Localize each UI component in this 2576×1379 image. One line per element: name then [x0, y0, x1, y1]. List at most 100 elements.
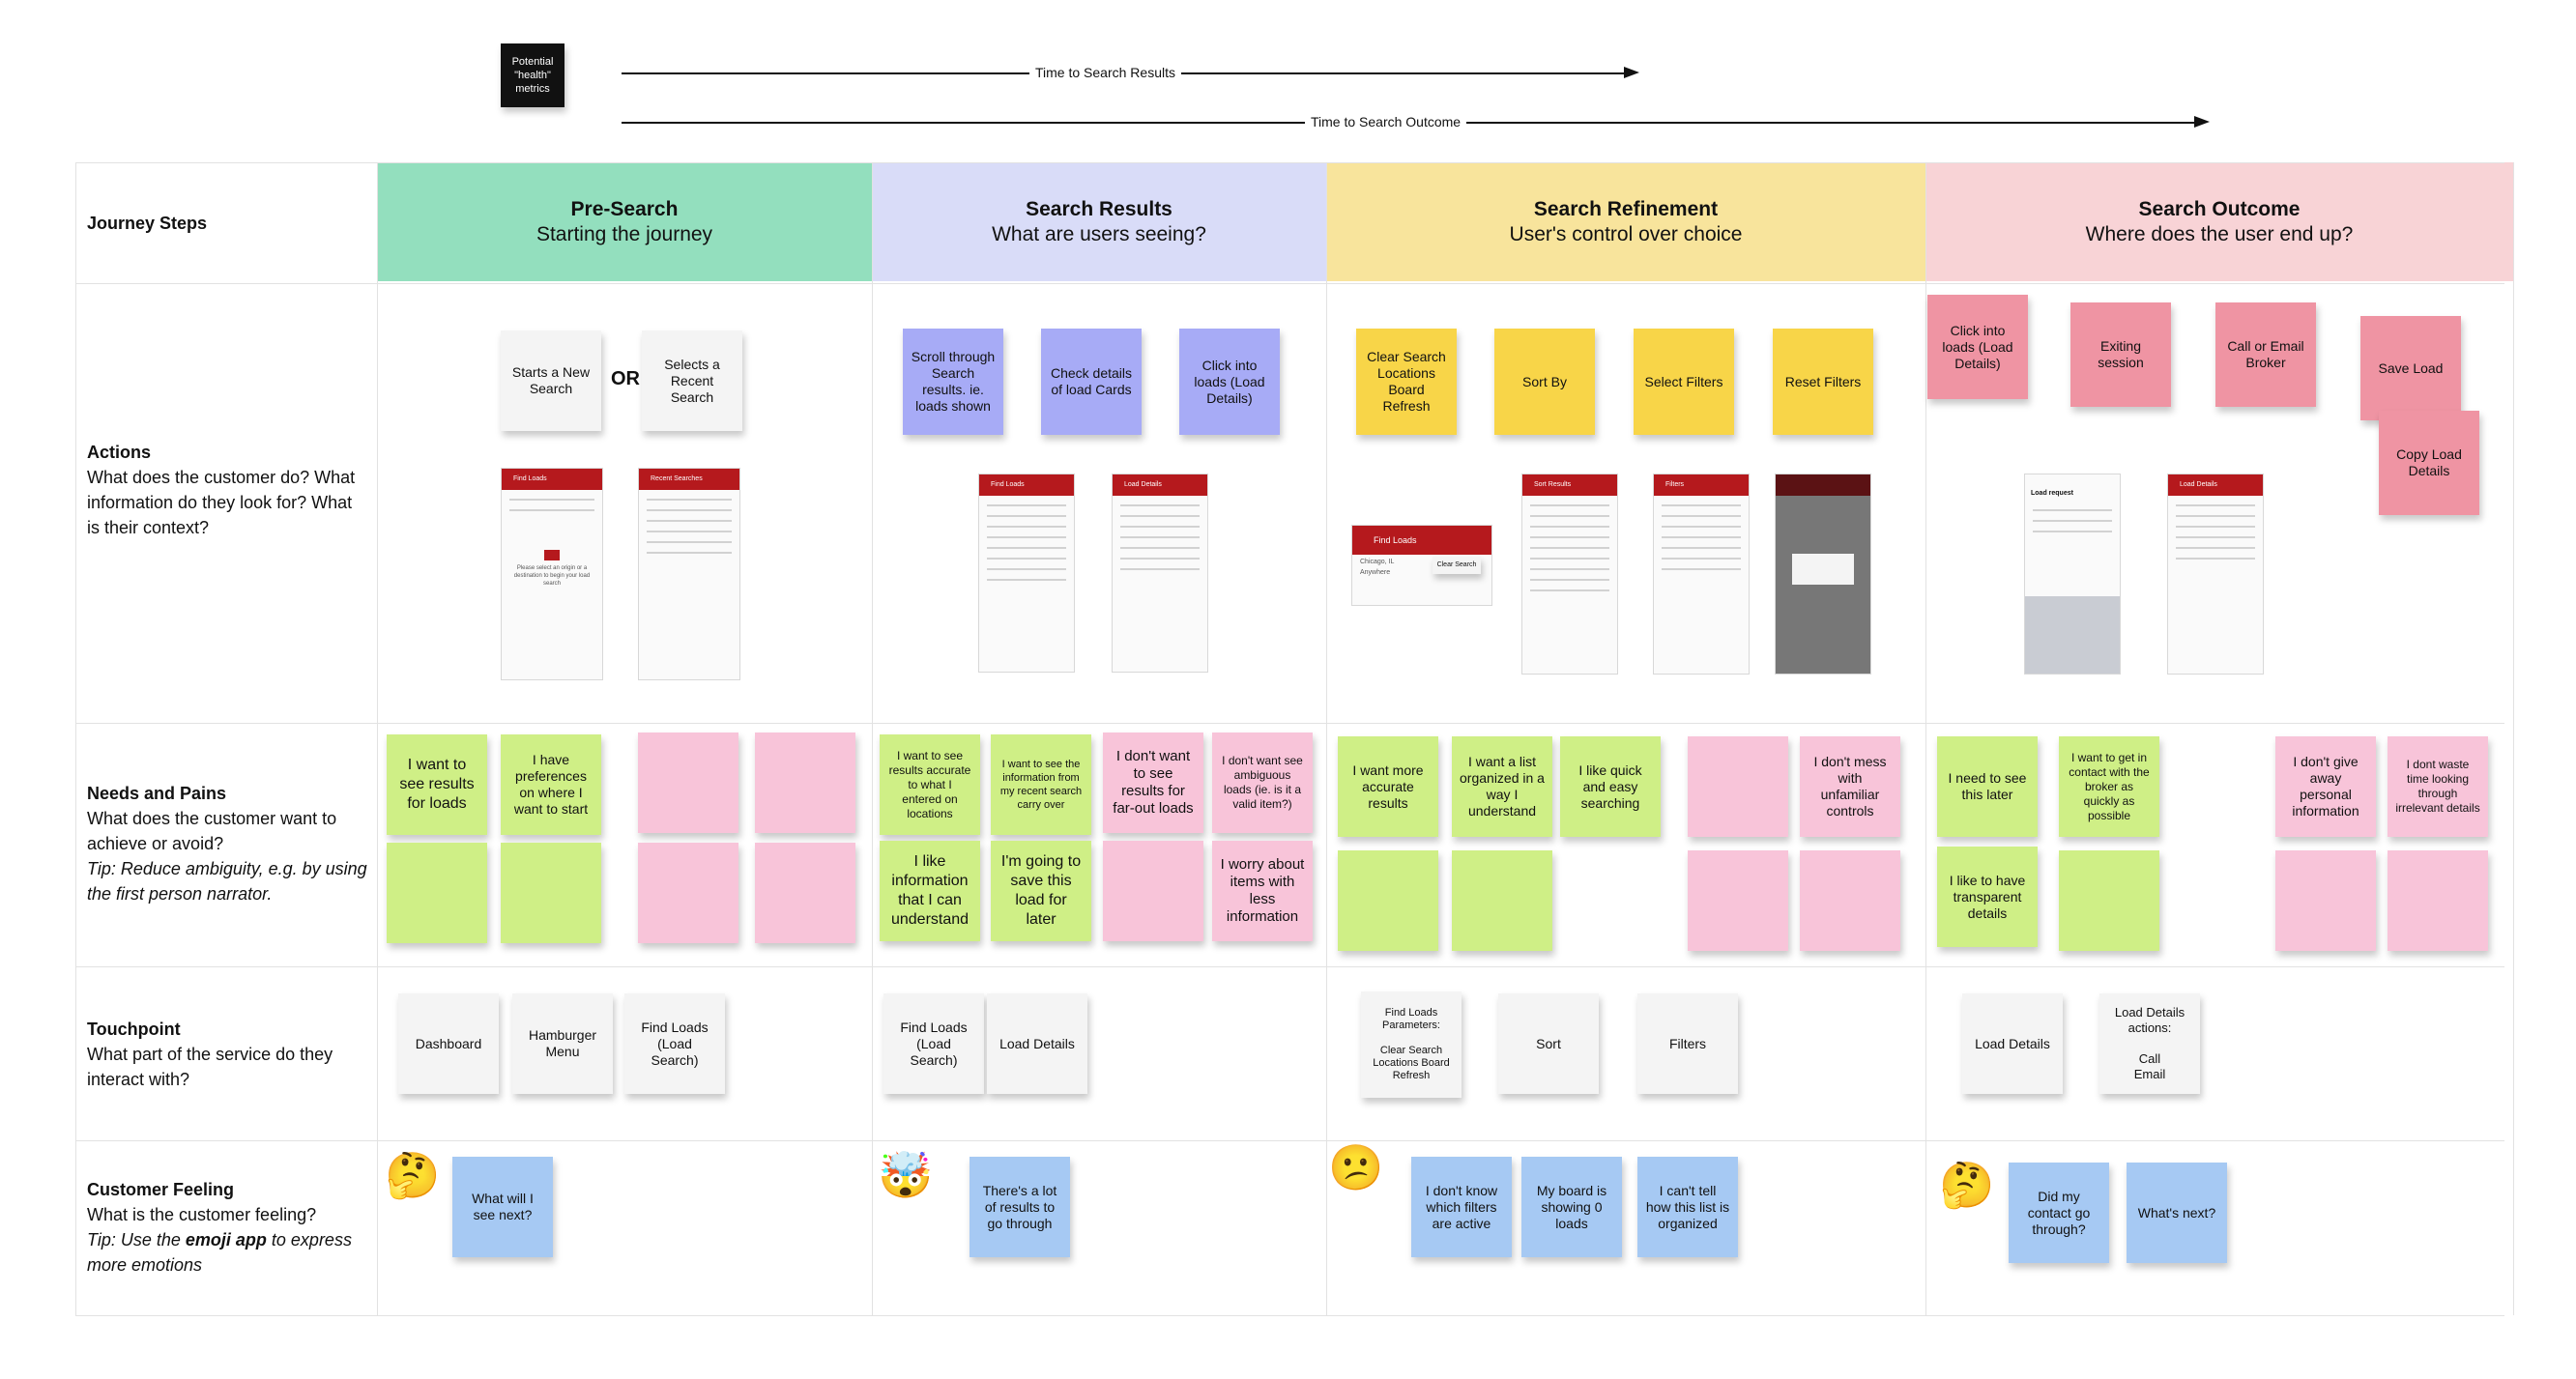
need-note: I don't want to see results for far-out … — [1103, 733, 1203, 833]
row-divider — [75, 162, 2504, 163]
need-note: I like to have transparent details — [1937, 847, 2038, 947]
need-note: I want to see results for loads — [387, 734, 487, 835]
action-note: Starts a New Search — [501, 330, 601, 431]
need-note — [2388, 850, 2488, 951]
touchpoint-note: Hamburger Menu — [512, 993, 613, 1094]
need-note — [755, 733, 855, 833]
thinking-face-icon: 🤔 — [1939, 1160, 1995, 1210]
screenshot-load-request: Load request — [2024, 474, 2121, 675]
row-description: What is the customer feeling? — [87, 1205, 317, 1224]
stage-title: Search Results — [1026, 197, 1172, 220]
row-label-actions: Actions What does the customer do? What … — [87, 440, 367, 540]
confused-face-icon: 😕 — [1328, 1142, 1384, 1192]
row-title: Touchpoint — [87, 1020, 181, 1039]
row-title: Needs and Pains — [87, 784, 227, 803]
stage-header-pre-search: Pre-Search Starting the journey — [377, 162, 872, 281]
arrow-head-search-results — [1624, 67, 1639, 78]
need-note — [1338, 850, 1438, 951]
touchpoint-note: Load Details — [987, 993, 1087, 1094]
need-note — [638, 843, 738, 943]
feeling-note: What's next? — [2127, 1163, 2227, 1263]
need-note: I dont waste time looking through irrele… — [2388, 736, 2488, 837]
action-note: Exiting session — [2070, 302, 2171, 407]
need-note — [1103, 841, 1203, 941]
screenshot-filters: Filters — [1653, 474, 1750, 675]
clear-search-popup: Clear Search — [1433, 557, 1481, 574]
row-label-journey-steps: Journey Steps — [87, 211, 367, 236]
need-note: I want to get in contact with the broker… — [2059, 736, 2159, 837]
row-label-touchpoint: Touchpoint What part of the service do t… — [87, 1017, 367, 1092]
need-note: I want to see results accurate to what I… — [880, 734, 980, 835]
column-divider — [1326, 162, 1327, 1315]
action-note: Check details of load Cards — [1041, 329, 1142, 435]
row-title: Actions — [87, 443, 152, 462]
need-note: I need to see this later — [1937, 736, 2038, 837]
screenshot-recent-searches: Recent Searches — [638, 468, 740, 680]
stage-title: Search Refinement — [1533, 197, 1719, 220]
row-description: What part of the service do they interac… — [87, 1045, 333, 1089]
action-note: Clear Search Locations Board Refresh — [1356, 329, 1457, 435]
row-label-customer-feeling: Customer Feeling What is the customer fe… — [87, 1177, 367, 1278]
row-tip: Tip: Reduce ambiguity, e.g. by using the… — [87, 859, 367, 904]
stage-subtitle: What are users seeing? — [992, 222, 1206, 245]
row-title: Journey Steps — [87, 214, 208, 233]
touchpoint-note: Find Loads (Load Search) — [624, 993, 725, 1094]
feeling-note: There's a lot of results to go through — [970, 1157, 1070, 1257]
touchpoint-note: Load Details actions: Call Email — [2099, 993, 2200, 1094]
need-note — [1800, 850, 1900, 951]
metrics-note: Potential "health" metrics — [501, 43, 564, 107]
row-divider — [75, 283, 2504, 284]
need-note — [1688, 850, 1788, 951]
need-note: I like information that I can understand — [880, 841, 980, 941]
row-divider — [75, 1315, 2504, 1316]
arrow-label-search-outcome: Time to Search Outcome — [1305, 114, 1467, 129]
row-divider — [75, 966, 2504, 967]
row-title: Customer Feeling — [87, 1180, 235, 1199]
need-note: I don't give away personal information — [2275, 736, 2376, 837]
touchpoint-note: Filters — [1637, 993, 1738, 1094]
screenshot-search-results: Find Loads — [978, 474, 1075, 673]
feeling-note: My board is showing 0 loads — [1521, 1157, 1622, 1257]
need-note — [2275, 850, 2376, 951]
stage-title: Search Outcome — [2138, 197, 2301, 220]
need-note — [1688, 736, 1788, 837]
action-note: Click into loads (Load Details) — [1179, 329, 1280, 435]
stage-header-search-outcome: Search Outcome Where does the user end u… — [1925, 162, 2513, 281]
exploding-head-icon: 🤯 — [878, 1150, 934, 1200]
screenshot-reset-filters — [1775, 474, 1871, 675]
need-note: I want more accurate results — [1338, 736, 1438, 837]
action-note: Selects a Recent Search — [642, 330, 742, 431]
need-note: I want to see the information from my re… — [991, 734, 1091, 835]
action-note: Sort By — [1494, 329, 1595, 435]
screenshot-load-details: Load Details — [1112, 474, 1208, 673]
need-note — [638, 733, 738, 833]
need-note: I like quick and easy searching — [1560, 736, 1661, 837]
row-label-needs-pains: Needs and Pains What does the customer w… — [87, 781, 367, 906]
column-divider — [1925, 162, 1926, 1315]
row-description: What does the customer want to achieve o… — [87, 809, 337, 853]
need-note — [755, 843, 855, 943]
row-description: What does the customer do? What informat… — [87, 468, 356, 537]
touchpoint-note: Find Loads Parameters: Clear Search Loca… — [1361, 991, 1462, 1098]
need-note: I have preferences on where I want to st… — [501, 734, 601, 835]
touchpoint-note: Find Loads (Load Search) — [883, 993, 984, 1094]
column-divider — [872, 162, 873, 1315]
need-note: I'm going to save this load for later — [991, 841, 1091, 941]
need-note — [1452, 850, 1552, 951]
action-note: Copy Load Details — [2379, 411, 2479, 515]
need-note — [387, 843, 487, 943]
arrow-head-search-outcome — [2194, 116, 2210, 128]
arrow-label-search-results: Time to Search Results — [1029, 65, 1181, 80]
action-note: Scroll through Search results. ie. loads… — [903, 329, 1003, 435]
need-note: I want a list organized in a way I under… — [1452, 736, 1552, 837]
stage-subtitle: Starting the journey — [535, 222, 713, 245]
feeling-note: Did my contact go through? — [2009, 1163, 2109, 1263]
column-divider — [377, 162, 378, 1315]
need-note: I don't want see ambiguous loads (ie. is… — [1212, 733, 1313, 833]
or-label: OR — [611, 368, 640, 389]
feeling-note: I don't know which filters are active — [1411, 1157, 1512, 1257]
row-divider — [75, 723, 2504, 724]
action-note: Reset Filters — [1773, 329, 1873, 435]
feeling-note: I can't tell how this list is organized — [1637, 1157, 1738, 1257]
